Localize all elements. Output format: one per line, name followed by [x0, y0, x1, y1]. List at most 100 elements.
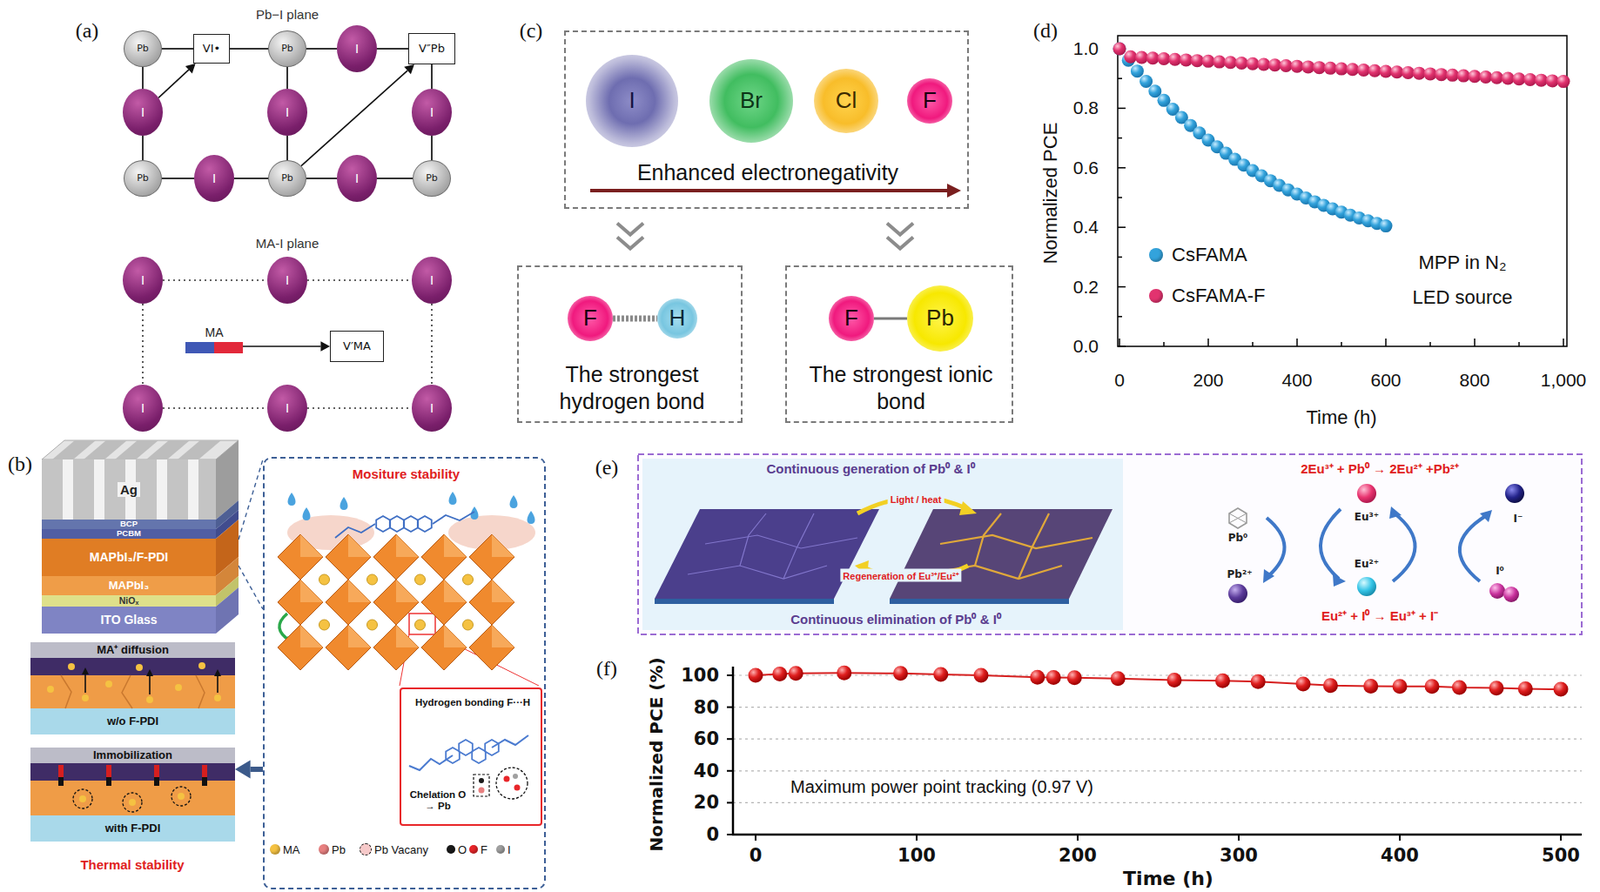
device-layer: MAPbI₃/F-PDI [41, 538, 216, 577]
data-point [1246, 57, 1260, 71]
data-point [1301, 60, 1315, 74]
chevron [617, 223, 644, 236]
octahedron [421, 579, 467, 626]
node-text: NiOₓ [119, 595, 140, 606]
diffusion-panel-art-part [214, 669, 222, 677]
octahedron [325, 579, 371, 626]
connector [229, 48, 269, 50]
legend-swatch [1149, 289, 1164, 303]
halogen-circle: Br [709, 59, 794, 143]
cation-bar [185, 342, 243, 354]
octahedron [277, 625, 323, 671]
node-text: V″Pb [418, 42, 445, 56]
arrow-head [403, 64, 415, 74]
eu-redox-art-part [1320, 509, 1341, 579]
ma-cation: MA [185, 313, 243, 354]
water-droplet [449, 491, 458, 505]
lead-ion: Pb [412, 160, 451, 197]
node-text: Pb [281, 43, 294, 55]
tick-mark [1429, 342, 1432, 347]
axis-tick: 200 [1058, 845, 1097, 867]
ma-cation-dot [367, 574, 378, 585]
node-text: I [285, 401, 290, 416]
octahedron [421, 534, 467, 580]
connector [306, 48, 337, 50]
moisture-zoom-art-part [514, 785, 521, 792]
lead-ion: Pb [268, 30, 307, 68]
device-layer: NiOₓ [41, 595, 216, 607]
octahedron-facet [300, 534, 323, 558]
data-point [1434, 67, 1448, 81]
eu-redox-art-part [940, 535, 1093, 549]
data-point [1130, 64, 1144, 78]
node-text: H [669, 305, 686, 332]
iodide-ion: I [411, 256, 452, 304]
data-point [1501, 71, 1515, 85]
eu-redox-art-part [1505, 484, 1525, 504]
data-point [1401, 66, 1415, 80]
eu-redox-art-part [1229, 513, 1247, 524]
data-point [1557, 74, 1571, 88]
eu-redox-art-part [783, 513, 814, 579]
data-point [1489, 680, 1505, 696]
arrow-head [320, 341, 330, 352]
dashed-panel: Enhanced electronegativityIBrClF [564, 30, 969, 209]
legend-text: I [507, 843, 511, 857]
octahedron-facet [491, 534, 515, 558]
connector [234, 178, 269, 180]
grid-line [732, 739, 1582, 740]
connector-line [162, 279, 268, 282]
eu-redox-art-part [1479, 510, 1493, 523]
axis-tick: 40 [693, 760, 720, 782]
iodide-ion: I [122, 384, 163, 432]
axis-tick: 0.0 [1073, 336, 1099, 357]
diffusion-panel-art-part [214, 694, 222, 702]
diffusion-panel-art-part [216, 675, 219, 693]
diffusion-panel-art-part [30, 642, 236, 659]
connector-line [307, 279, 412, 282]
node-text: I [430, 273, 434, 288]
grid-line [732, 770, 1582, 772]
arrow-label: Regeneration of Eu³⁺/Eu²⁺ [840, 569, 962, 583]
chart-f [726, 665, 1582, 841]
chart-d [1113, 42, 1571, 348]
immobilization-panel-art-part [171, 786, 191, 807]
device-stack-part [177, 440, 222, 460]
tick-mark [726, 674, 733, 677]
node-text: MA [205, 325, 224, 340]
eu-redox-art-part [705, 535, 858, 549]
node-text: I [212, 171, 216, 186]
eu-redox-art-part [1263, 569, 1275, 584]
data-point [1363, 678, 1379, 694]
octahedron-facet [348, 579, 371, 603]
tick-mark [1296, 338, 1298, 347]
tick-mark [1340, 342, 1343, 347]
legend-symbol [359, 843, 372, 856]
annotation: LED source [1412, 286, 1513, 310]
node-text: I [141, 401, 145, 416]
connector-line [376, 177, 413, 180]
diffusion-panel-art-part [105, 680, 113, 688]
data-point [1478, 70, 1493, 84]
node-text: I [430, 401, 434, 416]
node-text: Immobilization [33, 749, 234, 763]
data-point [1445, 68, 1459, 82]
grid-line [732, 802, 1582, 804]
node-text: BCP [120, 519, 138, 530]
octahedron-facet [491, 579, 515, 603]
tick-mark [1559, 834, 1562, 841]
axis-line [732, 666, 735, 836]
device-layer: ITO Glass [41, 606, 216, 634]
water-droplet [302, 507, 311, 521]
immobilization-panel-art-part [106, 765, 112, 778]
moisture-zoom-art-part [512, 773, 518, 780]
ma-cation-dot [367, 619, 378, 631]
data-point [1223, 55, 1237, 69]
iodide-ion: I [122, 256, 163, 304]
node-text: I [430, 105, 434, 120]
moisture-zoom-art-part [478, 778, 485, 784]
iodide-ion: I [267, 384, 308, 432]
node-text: Br [739, 87, 763, 115]
tick-mark [1518, 342, 1520, 347]
